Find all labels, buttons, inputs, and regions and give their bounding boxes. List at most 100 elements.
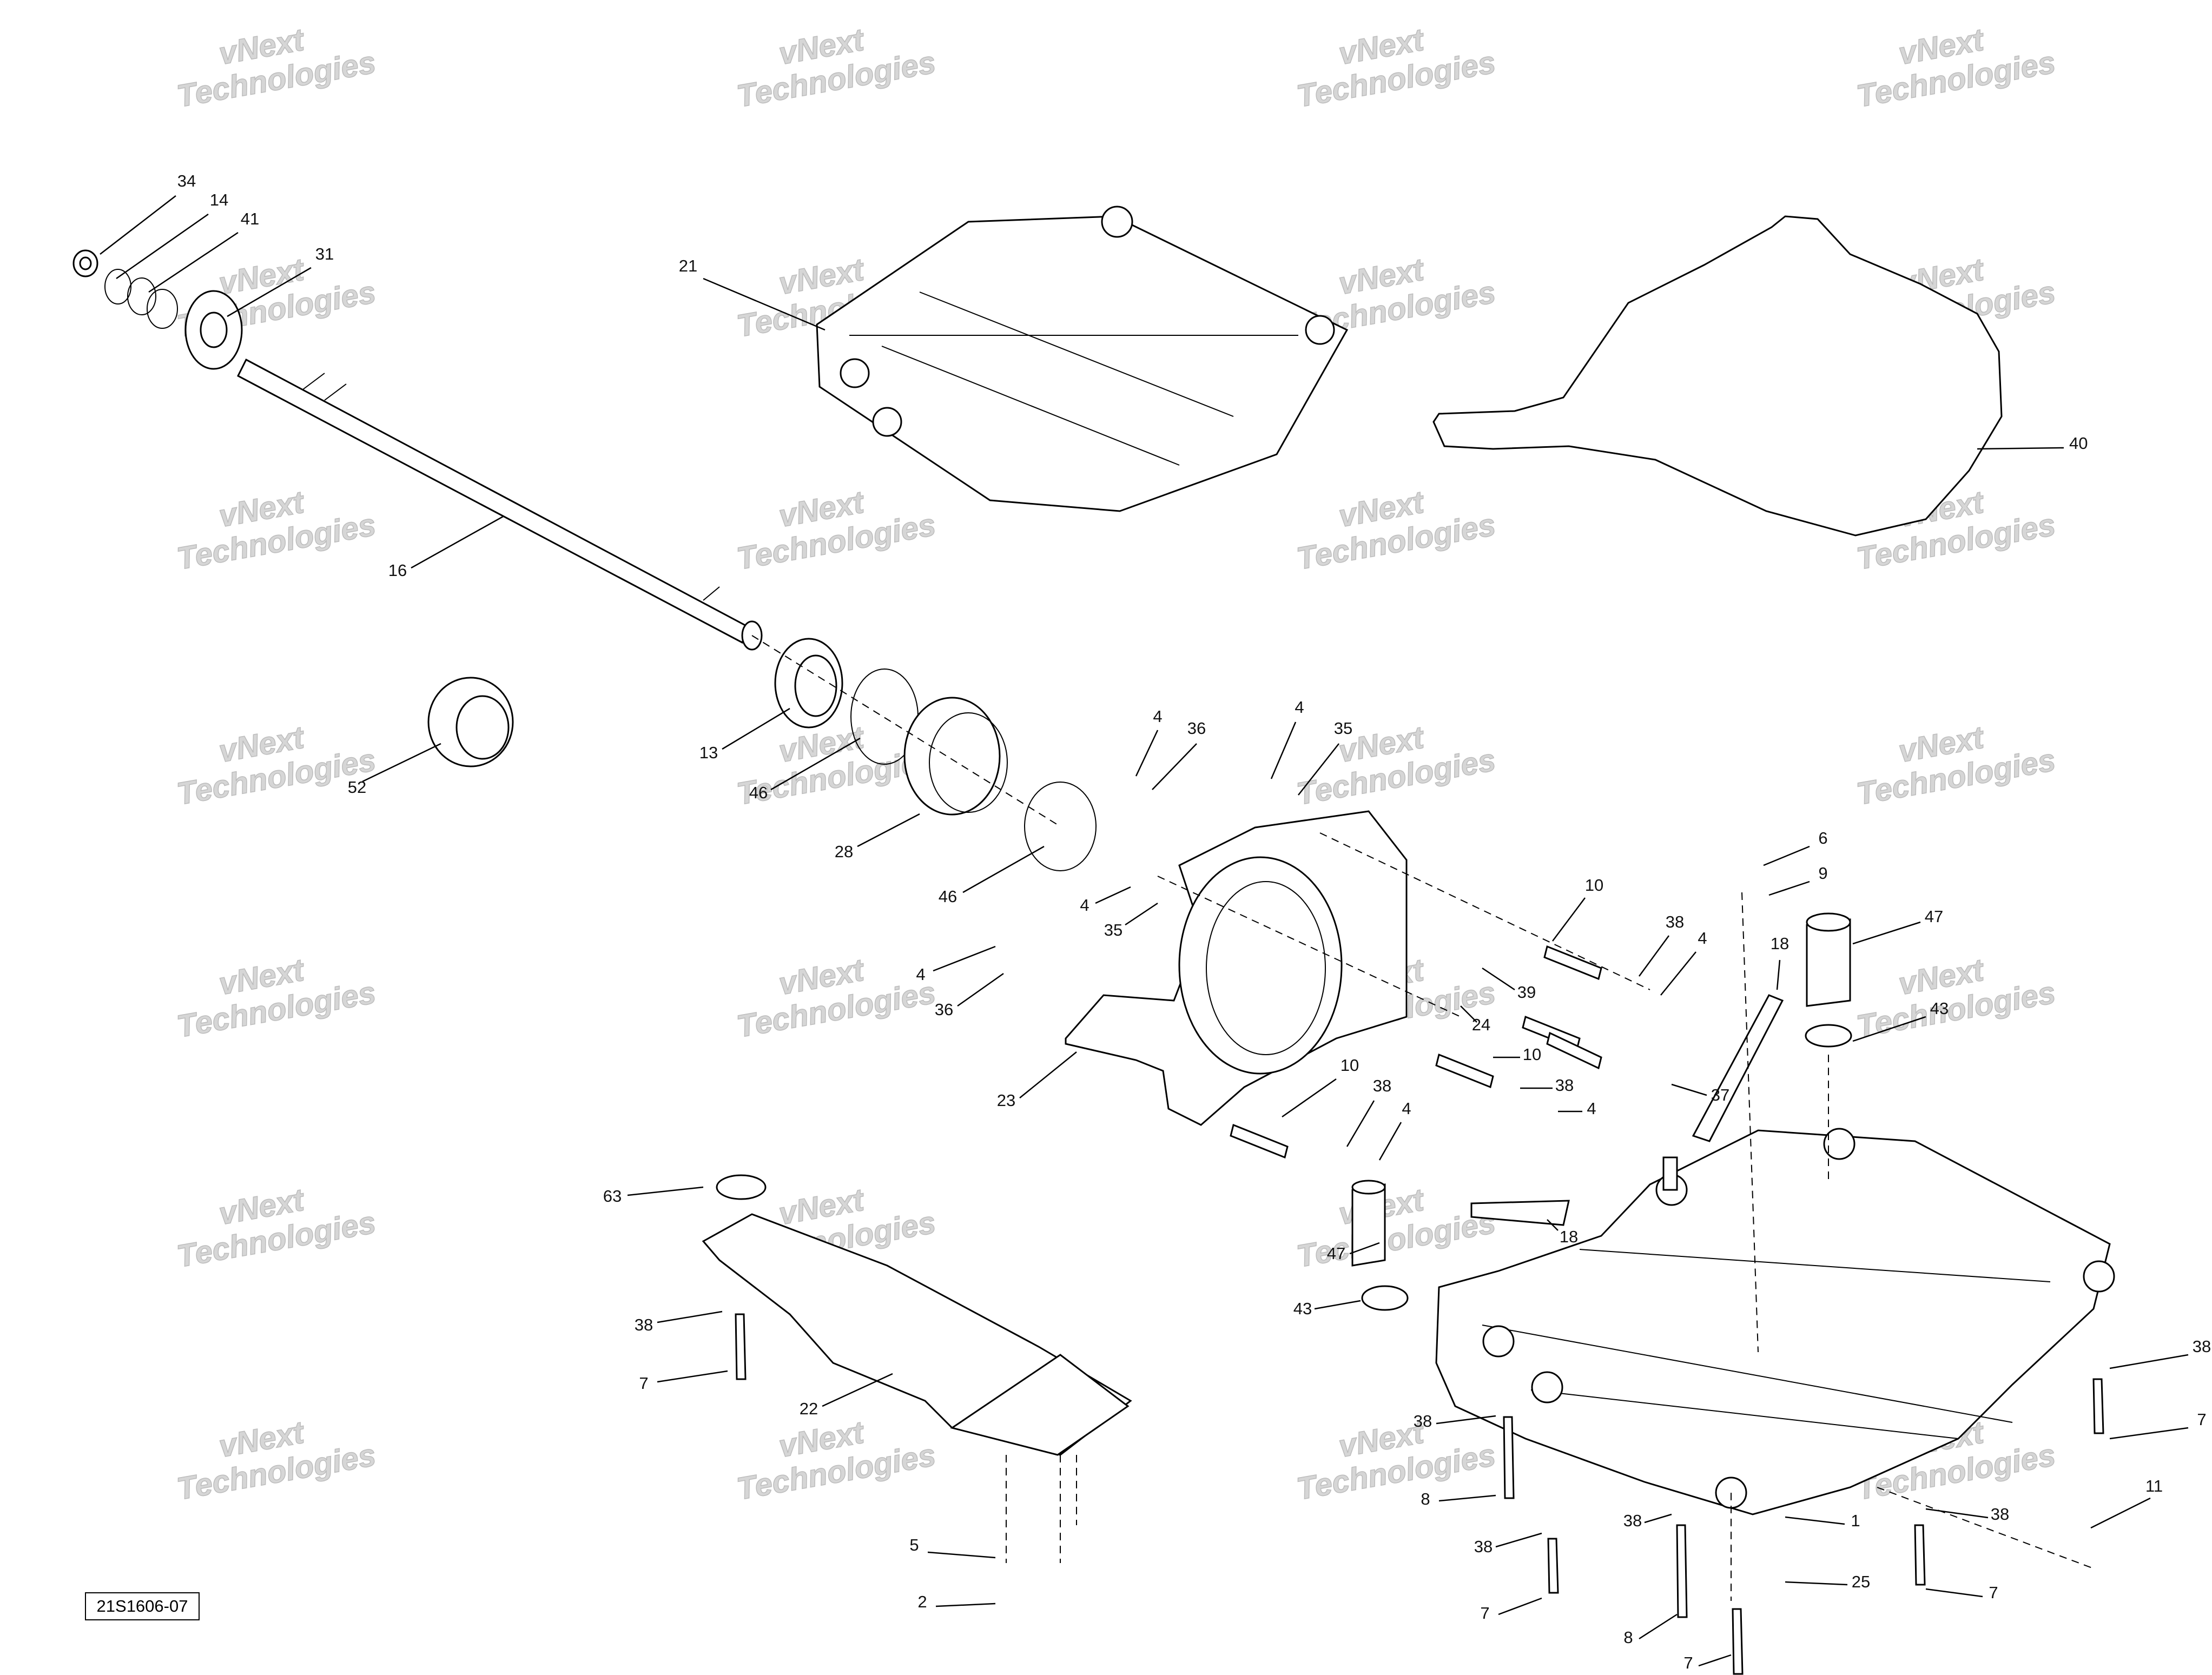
watermark-text: vNextTechnologies	[1848, 708, 2058, 812]
watermark-text: vNextTechnologies	[168, 10, 378, 114]
callout-leader-7	[1698, 1654, 1732, 1667]
callout-4: 4	[1402, 1099, 1411, 1118]
callout-leader-24	[1460, 1005, 1477, 1023]
callout-leader-25	[1785, 1581, 1848, 1586]
callout-7: 7	[1683, 1653, 1693, 1672]
callout-22: 22	[800, 1399, 818, 1418]
callout-leader-10	[1552, 897, 1586, 942]
callout-43: 43	[1293, 1299, 1312, 1318]
callout-leader-4	[1378, 1122, 1402, 1161]
callout-2: 2	[917, 1592, 927, 1611]
callout-38: 38	[635, 1315, 653, 1334]
shaft-end-parts	[72, 249, 243, 370]
watermark-text: vNextTechnologies	[1848, 941, 2058, 1044]
callout-4: 4	[916, 965, 925, 984]
callout-leader-9	[1768, 880, 1810, 896]
callout-7: 7	[639, 1374, 648, 1393]
callout-38: 38	[2193, 1337, 2211, 1356]
callout-5: 5	[909, 1535, 919, 1554]
callout-leaders	[100, 195, 2189, 1667]
callout-38: 38	[1474, 1537, 1493, 1556]
callout-leader-7	[2109, 1427, 2189, 1440]
watermark-text: vNextTechnologies	[1288, 473, 1498, 577]
callout-leader-46	[962, 845, 1045, 893]
callout-9: 9	[1818, 864, 1827, 883]
callout-52: 52	[348, 778, 366, 797]
seal-52	[427, 677, 514, 767]
watermark-text: vNextTechnologies	[728, 473, 938, 577]
callout-leader-40	[1977, 447, 2064, 450]
callout-38: 38	[1555, 1076, 1574, 1095]
callout-leader-47	[1852, 921, 1921, 945]
callout-leader-35	[1298, 743, 1339, 796]
callout-leader-7	[1498, 1597, 1542, 1616]
callout-31: 31	[315, 244, 334, 263]
callout-leader-7	[1925, 1588, 1983, 1598]
hardware	[716, 912, 1852, 1311]
callout-leader-38	[1436, 1415, 1496, 1425]
callout-38: 38	[1623, 1511, 1642, 1530]
callout-4: 4	[1295, 698, 1304, 717]
callout-23: 23	[997, 1091, 1015, 1110]
callout-4: 4	[1698, 929, 1707, 948]
callout-leader-14	[116, 213, 209, 280]
callout-leader-38	[657, 1310, 723, 1323]
callout-leader-21	[703, 277, 826, 331]
pump-housing	[1065, 810, 1408, 1126]
callout-leader-4	[1095, 886, 1131, 904]
bolts	[735, 945, 2104, 1675]
callout-leader-36	[957, 972, 1004, 1007]
callout-7: 7	[2197, 1410, 2206, 1429]
boot-assembly	[774, 638, 1097, 871]
watermark-text: vNextTechnologies	[1288, 1170, 1498, 1274]
callout-leader-6	[1763, 845, 1810, 866]
callout-38: 38	[1666, 912, 1684, 931]
callout-leader-11	[2090, 1497, 2151, 1529]
watermark-text: vNextTechnologies	[168, 1403, 378, 1507]
callout-leader-34	[100, 195, 176, 255]
parts-drawing	[72, 206, 2115, 1675]
callout-leader-47	[1349, 1242, 1380, 1255]
callout-leader-36	[1152, 743, 1197, 790]
watermark-text: vNextTechnologies	[168, 473, 378, 577]
callout-14: 14	[210, 190, 228, 209]
callout-1: 1	[1851, 1511, 1860, 1530]
callout-10: 10	[1523, 1045, 1541, 1064]
gasket-40	[1432, 215, 2003, 537]
lower-bracket	[702, 1213, 1132, 1456]
watermark-text: vNextTechnologies	[1288, 10, 1498, 114]
callout-4: 4	[1587, 1099, 1596, 1118]
callout-leader-23	[1019, 1051, 1077, 1098]
callout-38: 38	[1991, 1505, 2009, 1524]
callout-leader-46	[770, 737, 861, 791]
callout-7: 7	[1989, 1583, 1998, 1602]
callout-38: 38	[1373, 1076, 1391, 1095]
callout-leader-38	[1346, 1100, 1375, 1147]
callout-leader-7	[657, 1370, 728, 1383]
upper-plate	[816, 206, 1349, 512]
callout-28: 28	[835, 842, 853, 861]
watermark-text: vNextTechnologies	[728, 1403, 938, 1507]
callout-36: 36	[1187, 719, 1206, 738]
callout-leader-13	[722, 707, 790, 750]
callout-leader-38	[1495, 1532, 1542, 1548]
callout-40: 40	[2069, 434, 2088, 453]
callout-35: 35	[1334, 719, 1352, 738]
callout-leader-18	[1776, 959, 1781, 990]
callout-leader-1	[1785, 1516, 1845, 1525]
callout-37: 37	[1711, 1085, 1729, 1104]
callout-18: 18	[1771, 934, 1789, 953]
callout-35: 35	[1104, 921, 1122, 939]
callout-39: 39	[1517, 983, 1536, 1002]
callout-4: 4	[1153, 707, 1162, 726]
callout-leader-37	[1671, 1083, 1707, 1096]
callout-24: 24	[1472, 1015, 1490, 1034]
callout-7: 7	[1480, 1604, 1489, 1623]
callout-47: 47	[1327, 1244, 1345, 1263]
callout-13: 13	[699, 743, 718, 762]
callout-leader-8	[1438, 1494, 1496, 1502]
watermark-text: vNextTechnologies	[728, 10, 938, 114]
callout-46: 46	[939, 887, 957, 906]
callout-leader-4	[933, 945, 996, 972]
callout-leader-28	[857, 813, 920, 848]
